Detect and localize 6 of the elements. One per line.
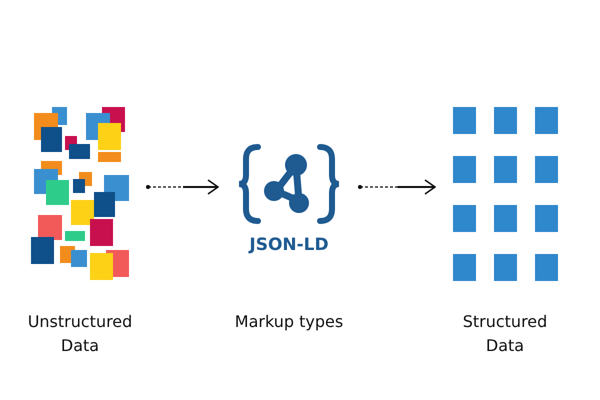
node-caption: Markup types [234,311,344,333]
node-caption: Unstructured Data [26,311,134,357]
arrow [146,179,219,195]
node-title: JSON-LD [247,235,330,255]
node-caption: Structured Data [462,311,548,357]
arrow [358,179,436,195]
